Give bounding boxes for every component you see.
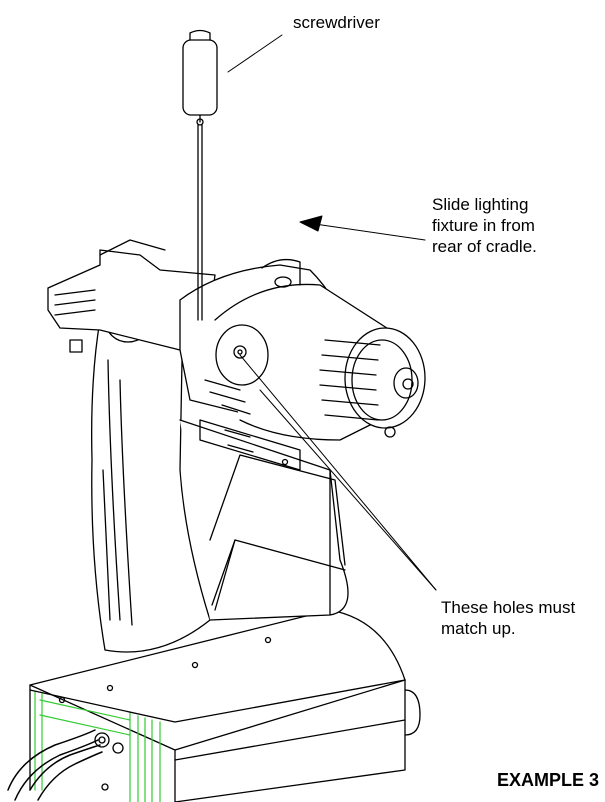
screwdriver-label: screwdriver: [293, 13, 380, 32]
fixture-lamp-head: [179, 258, 426, 471]
slide-line-2: fixture in from: [432, 216, 535, 235]
slide-fixture-instruction: Slide lighting fixture in from rear of c…: [432, 194, 537, 257]
slide-line-3: rear of cradle.: [432, 237, 537, 256]
callout-leaders: [227, 34, 437, 591]
cradle-yoke: [91, 294, 349, 653]
screwdriver-tool: [182, 29, 218, 321]
slide-line-1: Slide lighting: [432, 195, 529, 214]
fixture-base: [7, 609, 421, 802]
holes-line-1: These holes must: [441, 598, 576, 617]
example-caption: EXAMPLE 3: [497, 770, 600, 790]
holes-line-2: match up.: [441, 619, 516, 638]
base-green-trim: [34, 691, 161, 802]
holes-match-instruction: These holes must match up.: [441, 597, 575, 639]
